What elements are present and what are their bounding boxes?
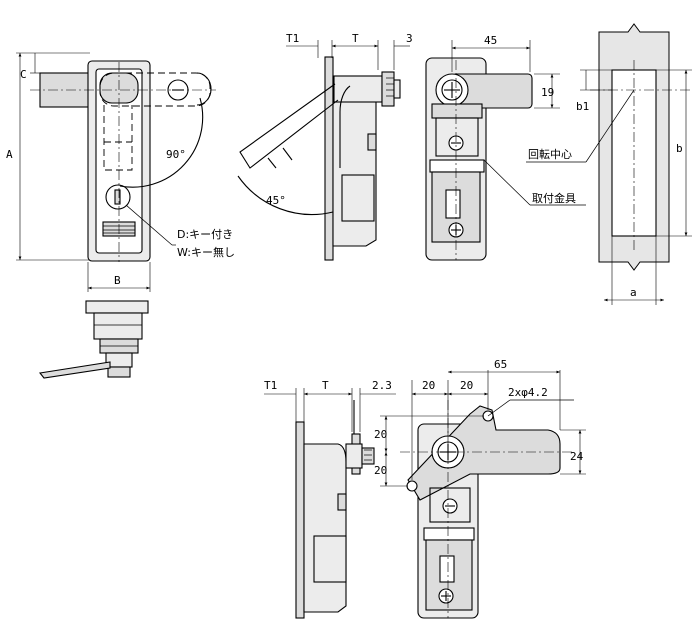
lower-dim-T1-label: T1 — [264, 379, 277, 392]
lower-rear-view: 20 20 65 2xφ4.2 24 20 20 — [374, 358, 586, 619]
rear-dim-19-label: 19 — [541, 86, 554, 99]
side-dim-3-label: 3 — [406, 32, 413, 45]
angle-arc-45 — [237, 175, 334, 216]
side-dim-T1-label: T1 — [286, 32, 299, 45]
rear-view: 45 19 取付金具 — [425, 34, 586, 261]
lever-rotated-outline — [99, 72, 211, 107]
cutout-dim-b1-label: b1 — [576, 100, 589, 113]
side-handle — [333, 75, 383, 103]
lower-dim-24-label: 24 — [570, 450, 584, 463]
side-view: 45° T1 T 3 — [237, 32, 413, 261]
lower-side-body — [303, 443, 347, 613]
raised-handle — [239, 83, 339, 169]
hole-spec-label: 2xφ4.2 — [508, 386, 548, 399]
rotation-center-label: 回転中心 — [528, 148, 572, 161]
side-dim-T-label: T — [352, 32, 359, 45]
panel-cutout-view: b1 b a 回転中心 — [526, 23, 692, 305]
lower-dim-65-label: 65 — [494, 358, 507, 371]
front-view: A C B 90° D:キー付き W:キー無し — [6, 52, 235, 292]
lever-side — [38, 361, 111, 379]
cutout-dim-b-label: b — [676, 142, 683, 155]
rear-dim-45-label: 45 — [484, 34, 497, 47]
side-panel — [324, 56, 334, 261]
dim-A-label: A — [6, 148, 13, 161]
angle-90-label: 90° — [166, 148, 186, 161]
key-type-D-label: D:キー付き — [177, 228, 233, 241]
cap-flange — [85, 300, 149, 314]
lower-dim-20-vertical-bottom-label: 20 — [374, 464, 387, 477]
lower-dim-20-vertical-top-label: 20 — [374, 428, 387, 441]
lower-side-view: T1 T 2.3 — [264, 379, 396, 619]
dim-C-label: C — [20, 68, 27, 81]
lower-dim-T-label: T — [322, 379, 329, 392]
mounting-bracket-label: 取付金具 — [532, 191, 576, 205]
angle-45-label: 45° — [266, 194, 286, 207]
lower-dim-20-right-label: 20 — [460, 379, 473, 392]
hole-bottom — [406, 480, 418, 492]
lower-dim-2-3-label: 2.3 — [372, 379, 392, 392]
bottom-view-small — [38, 300, 149, 379]
dim-B-label: B — [114, 274, 121, 287]
rotation-arc-90 — [119, 97, 204, 188]
cutout-dim-a-label: a — [630, 286, 637, 299]
lower-handle-with-ear — [407, 405, 561, 501]
key-type-W-label: W:キー無し — [177, 245, 235, 259]
lower-dim-20-left-label: 20 — [422, 379, 435, 392]
lower-side-panel — [295, 421, 305, 619]
